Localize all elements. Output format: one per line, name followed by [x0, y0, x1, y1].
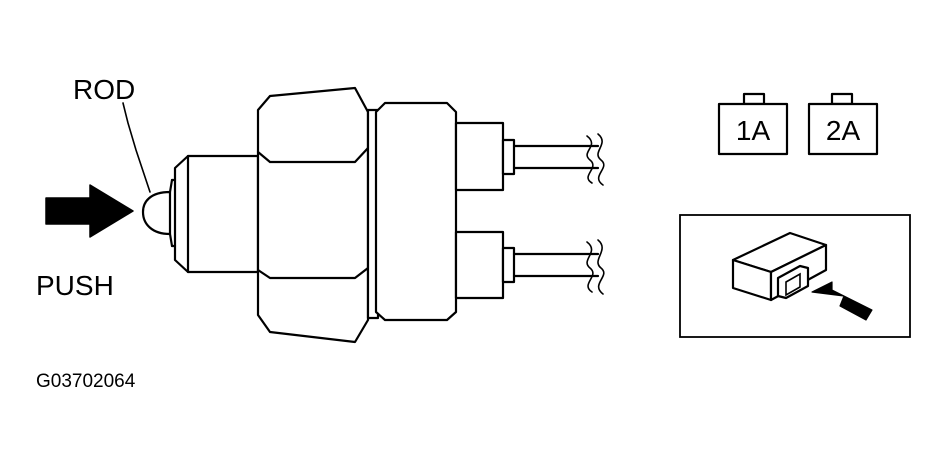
connector-2a: 2A [807, 92, 879, 156]
push-label: PUSH [36, 270, 114, 301]
push-arrow-icon [45, 184, 134, 238]
rod-leader-line [122, 102, 151, 193]
hex-nut [256, 86, 370, 344]
lower-terminal [454, 230, 605, 300]
upper-terminal [454, 121, 605, 192]
connector-1a-label: 1A [736, 115, 771, 146]
connector-1a: 1A [717, 92, 789, 156]
rod-tip [141, 190, 172, 236]
figure-id-label: G03702064 [36, 371, 136, 392]
inset-arrow-icon [811, 281, 873, 321]
connector-2a-label: 2A [826, 115, 861, 146]
plunger-housing [168, 154, 260, 274]
rod-label: ROD [73, 74, 135, 105]
switch-body [374, 101, 458, 322]
connector-inset [679, 214, 911, 338]
